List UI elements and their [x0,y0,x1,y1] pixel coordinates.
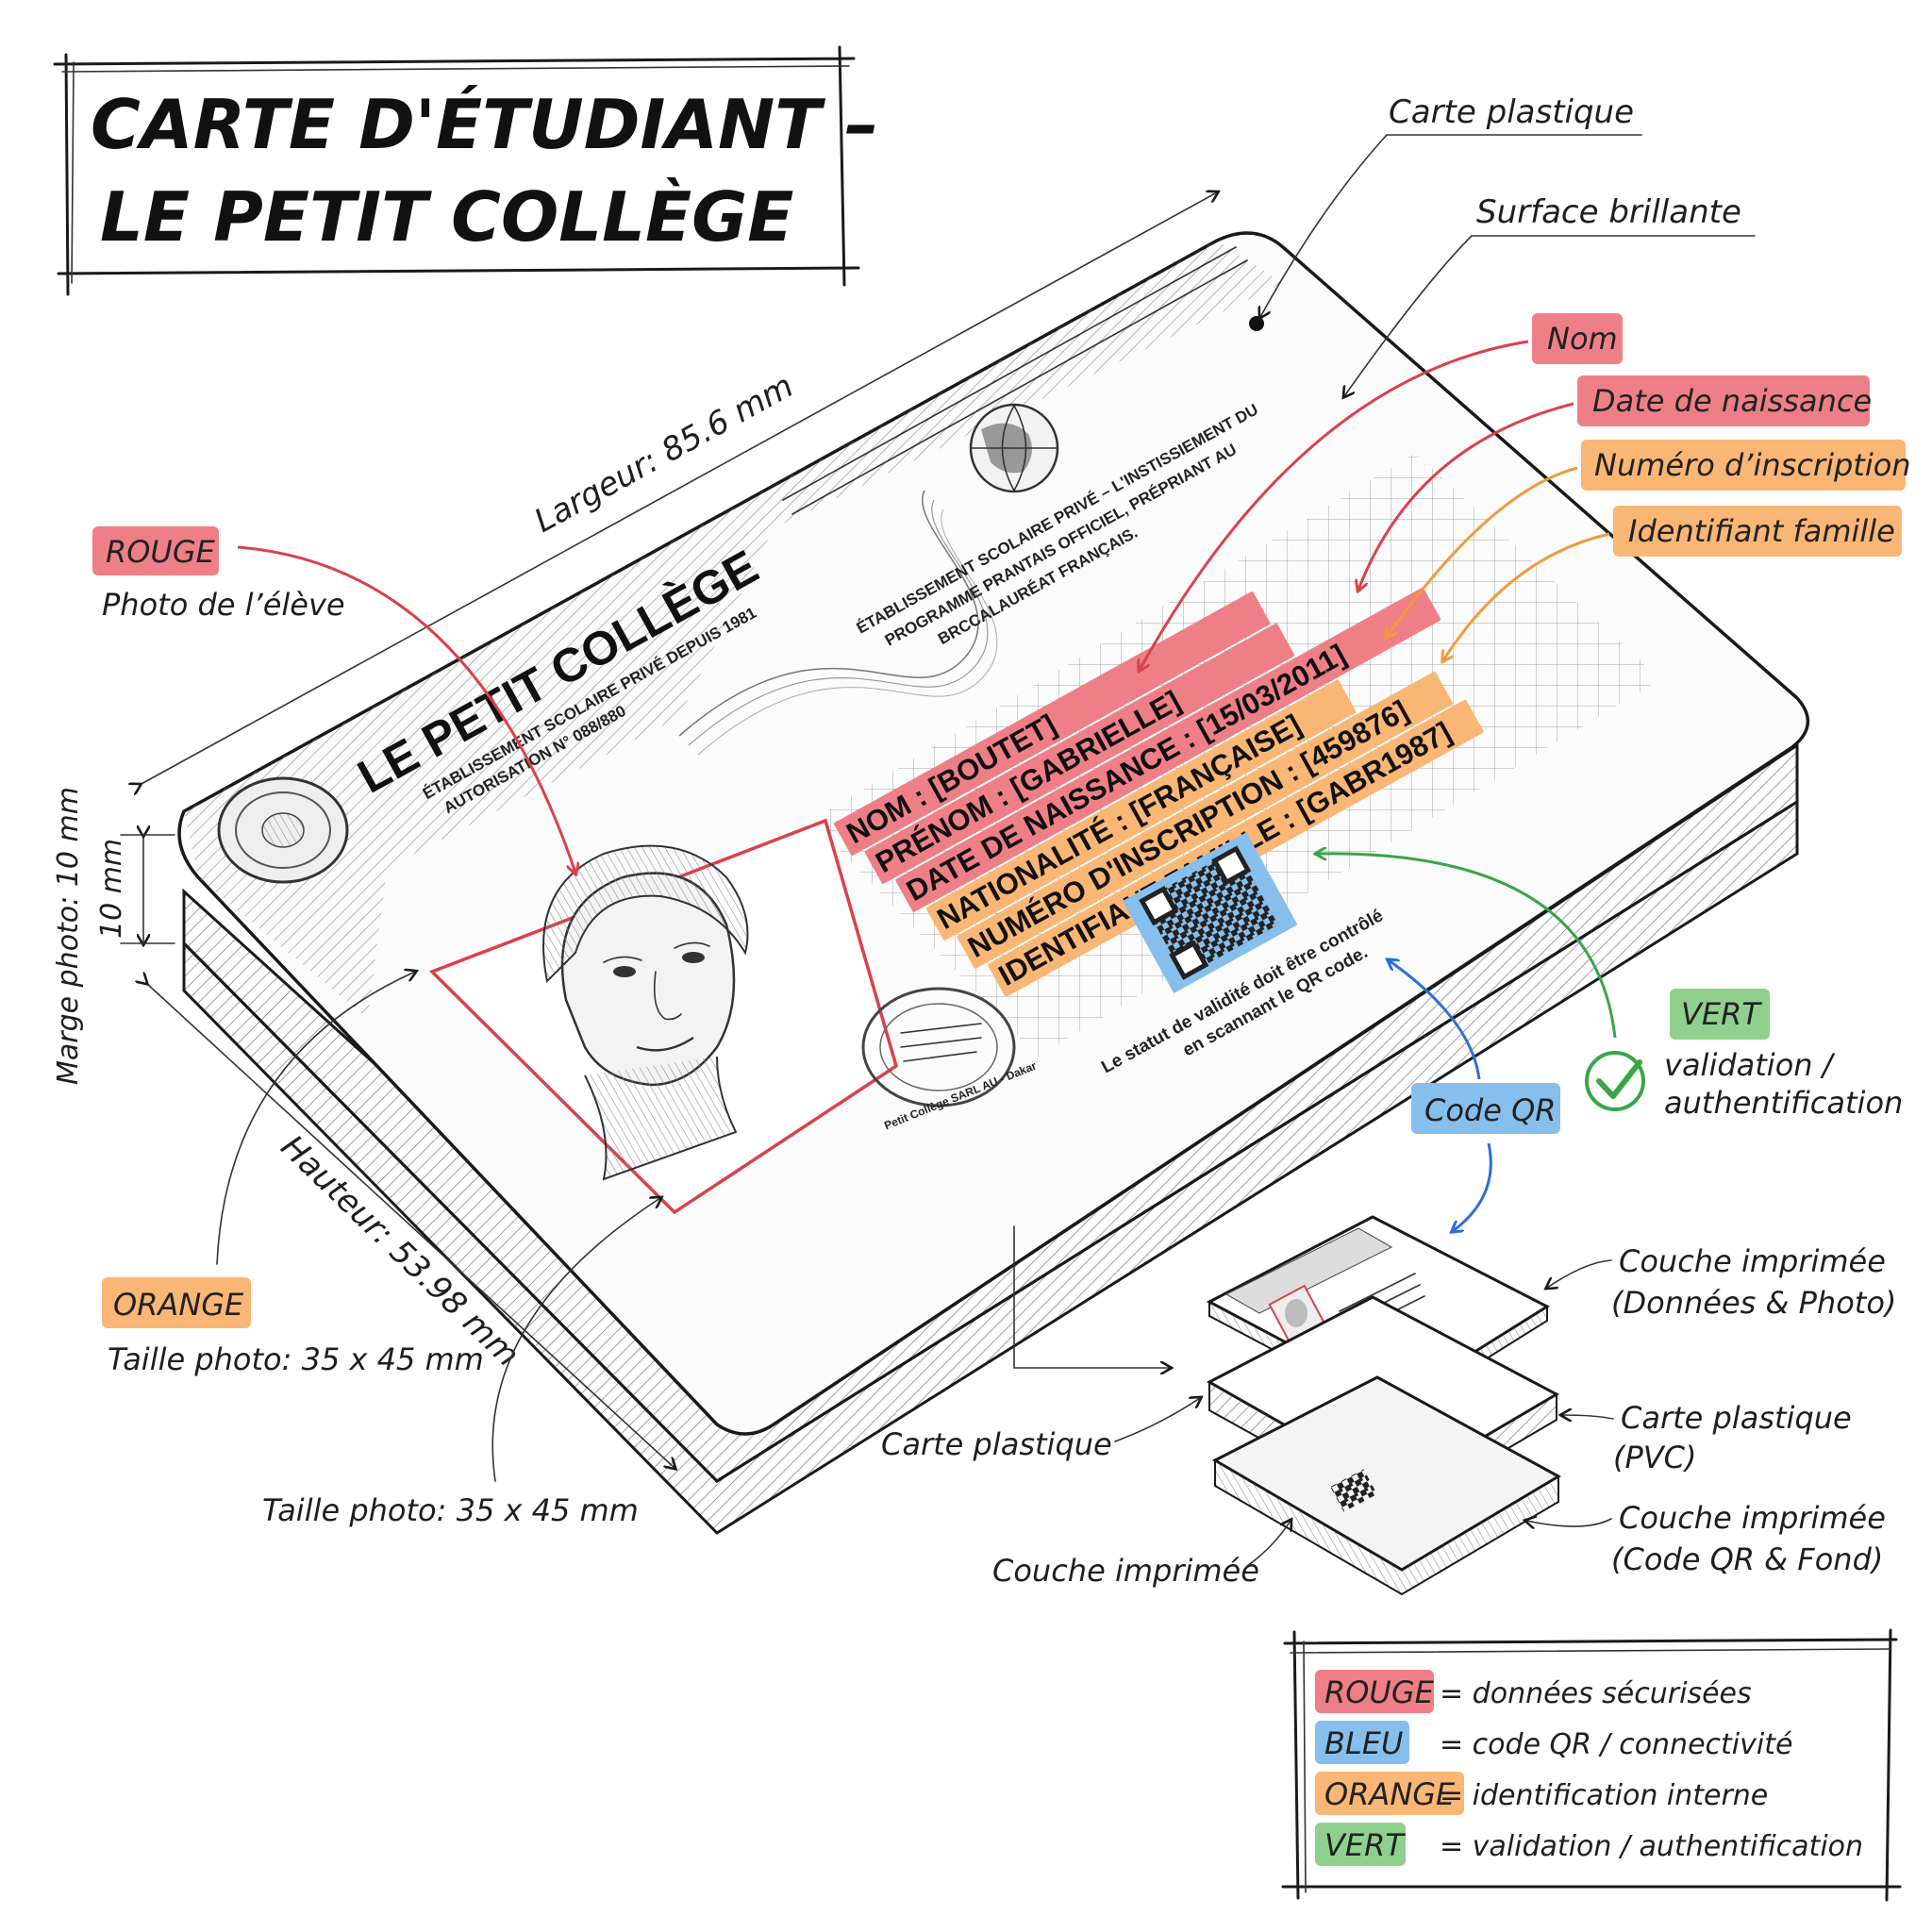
layer-label-top-2: (Données & Photo) [1611,1285,1896,1321]
legend-tag: VERT [1324,1827,1406,1863]
dimension-photo-margin: Marge photo: 10 mm 10 mm [52,787,175,1085]
layer-label-carte-plastique-left: Carte plastique [881,1426,1112,1462]
photo-margin-label: Marge photo: 10 mm [52,787,85,1085]
legend-swatch [1315,1670,1434,1713]
callout-orange-photo: ORANGE Taille photo: 35 x 45 mm [102,972,484,1377]
callout-taille-photo-bottom: Taille photo: 35 x 45 mm [262,1198,660,1528]
legend-tag: BLEU [1324,1725,1403,1761]
card-surface-dot [1249,316,1264,331]
callout-identifiant-famille: Identifiant famille [1443,506,1902,660]
callout-rouge-desc: Photo de l’élève [102,587,345,623]
callout-rouge-tag: ROUGE [106,534,216,570]
callout-rouge-photo: ROUGE Photo de l’élève [92,526,575,873]
legend-desc: = validation / authentification [1440,1830,1863,1863]
callout-nom: Nom [1140,313,1623,670]
callout-numero-inscription-label: Numéro d’inscription [1594,447,1911,483]
check-circle-icon [1585,1051,1645,1111]
legend-desc: = identification interne [1440,1779,1768,1812]
layer-label-pvc-2: (PVC) [1613,1440,1697,1475]
legend-swatch [1315,1823,1406,1866]
callout-vert-validation: VERT validation / authentification [1317,854,1903,1121]
legend-row: VERT = validation / authentification [1315,1823,1863,1866]
callout-taille-photo-2: Taille photo: 35 x 45 mm [262,1492,639,1528]
qr-code [1123,832,1298,993]
layer-label-pvc-1: Carte plastique [1621,1400,1852,1436]
legend-tag: ROUGE [1324,1674,1435,1710]
callout-carte-plastique-label: Carte plastique [1389,93,1634,131]
layer-label-top-1: Couche imprimée [1619,1243,1886,1279]
callout-carte-plastique: Carte plastique [1260,93,1642,317]
legend-swatch [1315,1721,1409,1764]
callout-code-qr-label: Code QR [1424,1092,1557,1128]
callout-date-naissance: Date de naissance [1358,375,1872,590]
callout-nom-label: Nom [1547,321,1618,357]
legend-swatch [1315,1772,1464,1815]
card-header-band [184,241,1283,1019]
legend-row: ORANGE= identification interne [1315,1772,1768,1815]
card-stack: LE PETIT COLLÈGE ÉTABLISSEMENT SCOLAIRE … [177,231,1810,1535]
legend-row: ROUGE= données sécurisées [1315,1670,1752,1713]
layer-labels: Couche imprimée (Données & Photo) Carte … [881,1243,1896,1589]
exploded-layers [1013,1215,1562,1596]
callout-orange-tag: ORANGE [113,1287,244,1323]
callout-identifiant-famille-label: Identifiant famille [1628,513,1895,549]
callout-orange-desc: Taille photo: 35 x 45 mm [108,1341,484,1377]
callout-date-naissance-label: Date de naissance [1592,383,1872,419]
globe-icon [969,403,1059,493]
photo-margin-value: 10 mm [95,839,128,939]
title-line-1: CARTE D'ÉTUDIANT – [91,85,878,164]
legend-desc: = code QR / connectivité [1440,1728,1792,1761]
legend-desc: = données sécurisées [1440,1677,1752,1710]
callout-numero-inscription: Numéro d’inscription [1387,440,1911,637]
title-box: CARTE D'ÉTUDIANT – LE PETIT COLLÈGE [53,45,878,296]
legend-row: BLEU = code QR / connectivité [1315,1721,1792,1764]
layer-label-couche-imprimee-left: Couche imprimée [992,1553,1259,1589]
callout-surface-brillante: Surface brillante [1344,193,1756,396]
callout-code-qr: Code QR [1389,960,1560,1231]
legend-tag: ORANGE [1324,1776,1456,1812]
school-seal [217,776,349,884]
callout-vert-desc-2: authentification [1664,1085,1903,1121]
callout-surface-brillante-label: Surface brillante [1476,193,1741,231]
callout-vert-desc-1: validation / [1664,1047,1836,1083]
title-line-2: LE PETIT COLLÈGE [100,177,793,257]
layer-label-bottom-1: Couche imprimée [1619,1500,1886,1536]
layer-label-bottom-2: (Code QR & Fond) [1611,1541,1883,1577]
callout-vert-tag: VERT [1681,996,1762,1032]
